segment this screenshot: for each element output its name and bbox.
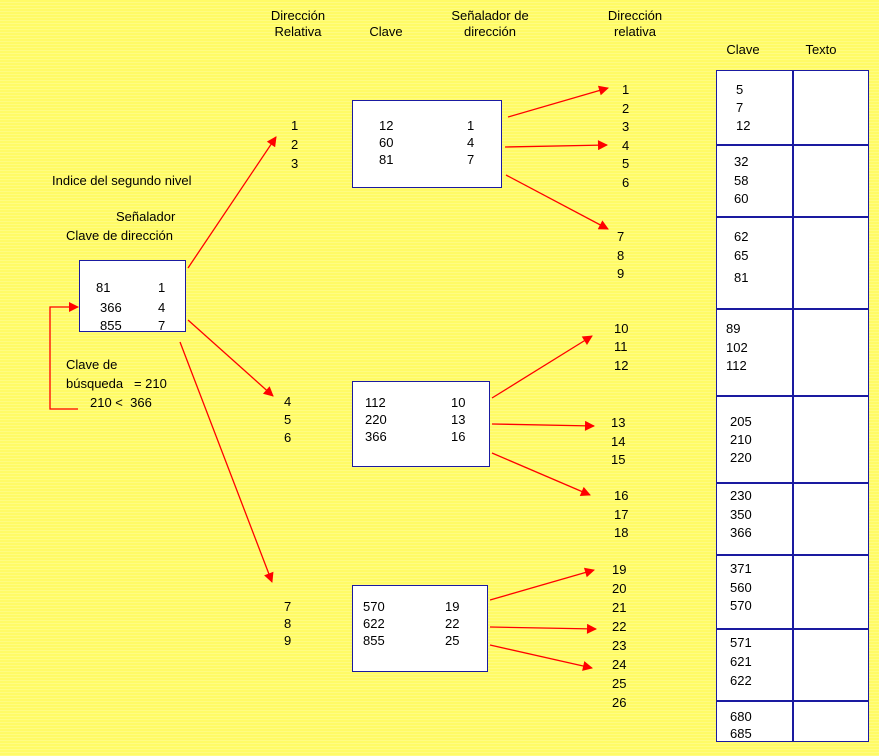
- index-box-3-ptrs: 19 22 25: [445, 599, 460, 648]
- header-senalador-direccion: Señalador de dirección: [451, 8, 529, 39]
- header-texto: Texto: [805, 42, 837, 57]
- index-box-2-ptrs: 10 13 16: [451, 395, 466, 444]
- label-busqueda-3: 210 < 366: [90, 395, 152, 410]
- store-keys-block-4: 81: [734, 270, 749, 285]
- mid-rel-dir-group-3: 7 8 9: [284, 599, 292, 648]
- store-keys-block-6: 205 210 220: [730, 414, 752, 465]
- label-clave-direccion: Clave de dirección: [66, 228, 173, 243]
- arrow-box3-to-19: [489, 567, 595, 601]
- store-keys-block-8: 371 560 570: [730, 561, 752, 613]
- search-loop-line: [49, 302, 79, 410]
- arrow-box1-to-7: [505, 174, 609, 230]
- store-keys-block-9: 571 621 622: [730, 635, 752, 688]
- arrow-box2-to-16: [491, 452, 591, 497]
- arrow-box2-to-10: [491, 335, 593, 399]
- arrow-index-to-group-3: [179, 341, 274, 583]
- store-keys-block-7: 230 350 366: [730, 488, 752, 540]
- right-rel-dir-7-9: 7 8 9: [617, 229, 625, 282]
- arrow-box3-to-22: [489, 623, 597, 634]
- header-clave-1: Clave: [369, 24, 403, 39]
- right-rel-dir-19-26: 19 20 21 22 23 24 25 26: [612, 562, 627, 710]
- header-direccion-relativa-2: Dirección relativa: [607, 8, 663, 39]
- index-key-2: 855: [100, 318, 122, 332]
- index-ptr-1: 4: [158, 300, 166, 315]
- header-direccion-relativa-1: Dirección Relativa: [270, 8, 326, 39]
- arrow-index-to-group-2: [187, 319, 274, 397]
- index-box-2-keys: 112 220 366: [365, 395, 387, 444]
- index-box-1: 12 60 81 1 4 7: [352, 100, 502, 188]
- index-box-2: 112 220 366 10 13 16: [352, 381, 490, 467]
- mid-rel-dir-group-1: 1 2 3: [291, 118, 299, 171]
- label-senalador: Señalador: [116, 209, 176, 224]
- store-keys-block-10: 680 685: [730, 709, 752, 741]
- arrow-index-to-group-1: [187, 136, 277, 269]
- data-store-column-divider: [792, 70, 794, 742]
- arrow-box1-to-4: [504, 140, 608, 151]
- index-box-1-keys: 12 60 81: [379, 118, 394, 167]
- index-box-3-keys: 570 622 855: [363, 599, 385, 648]
- data-store-row-divider: [716, 554, 869, 556]
- store-keys-block-3: 62 65: [734, 229, 749, 263]
- index-key-0: 81: [96, 280, 111, 295]
- label-busqueda-1: Clave de: [66, 357, 118, 372]
- mid-rel-dir-group-2: 4 5 6: [284, 394, 292, 445]
- header-clave-2: Clave: [726, 42, 760, 57]
- right-rel-dir-16-18: 16 17 18: [614, 488, 629, 540]
- index-box-3: 570 622 855 19 22 25: [352, 585, 488, 672]
- data-store-row-divider: [716, 628, 869, 630]
- right-rel-dir-1-6: 1 2 3 4 5 6: [622, 82, 630, 190]
- index-ptr-0: 1: [158, 280, 166, 295]
- index-key-1: 366: [100, 300, 122, 315]
- right-rel-dir-10-12: 10 11 12: [614, 321, 629, 373]
- right-rel-dir-13-15: 13 14 15: [611, 415, 626, 467]
- store-keys-block-5: 89 102 112: [726, 321, 748, 373]
- data-store-row-divider: [716, 700, 869, 702]
- label-indice-segundo-nivel: Indice del segundo nivel: [52, 173, 192, 188]
- store-keys-block-2: 32 58 60: [734, 154, 749, 206]
- second-level-index-box: 81 1 366 4 855 7: [79, 260, 186, 332]
- index-box-1-ptrs: 1 4 7: [467, 118, 475, 167]
- index-ptr-2: 7: [158, 318, 166, 332]
- data-store-row-divider: [716, 395, 869, 397]
- arrow-box1-to-1: [507, 85, 609, 118]
- arrow-box2-to-13: [491, 420, 595, 431]
- store-keys-block-1: 5 7 12: [736, 82, 751, 133]
- data-store-row-divider: [716, 308, 869, 310]
- data-store-row-divider: [716, 482, 869, 484]
- data-store-row-divider: [716, 144, 869, 146]
- data-store-row-divider: [716, 216, 869, 218]
- label-busqueda-2: búsqueda = 210: [66, 376, 167, 391]
- arrow-box3-to-25: [489, 644, 593, 671]
